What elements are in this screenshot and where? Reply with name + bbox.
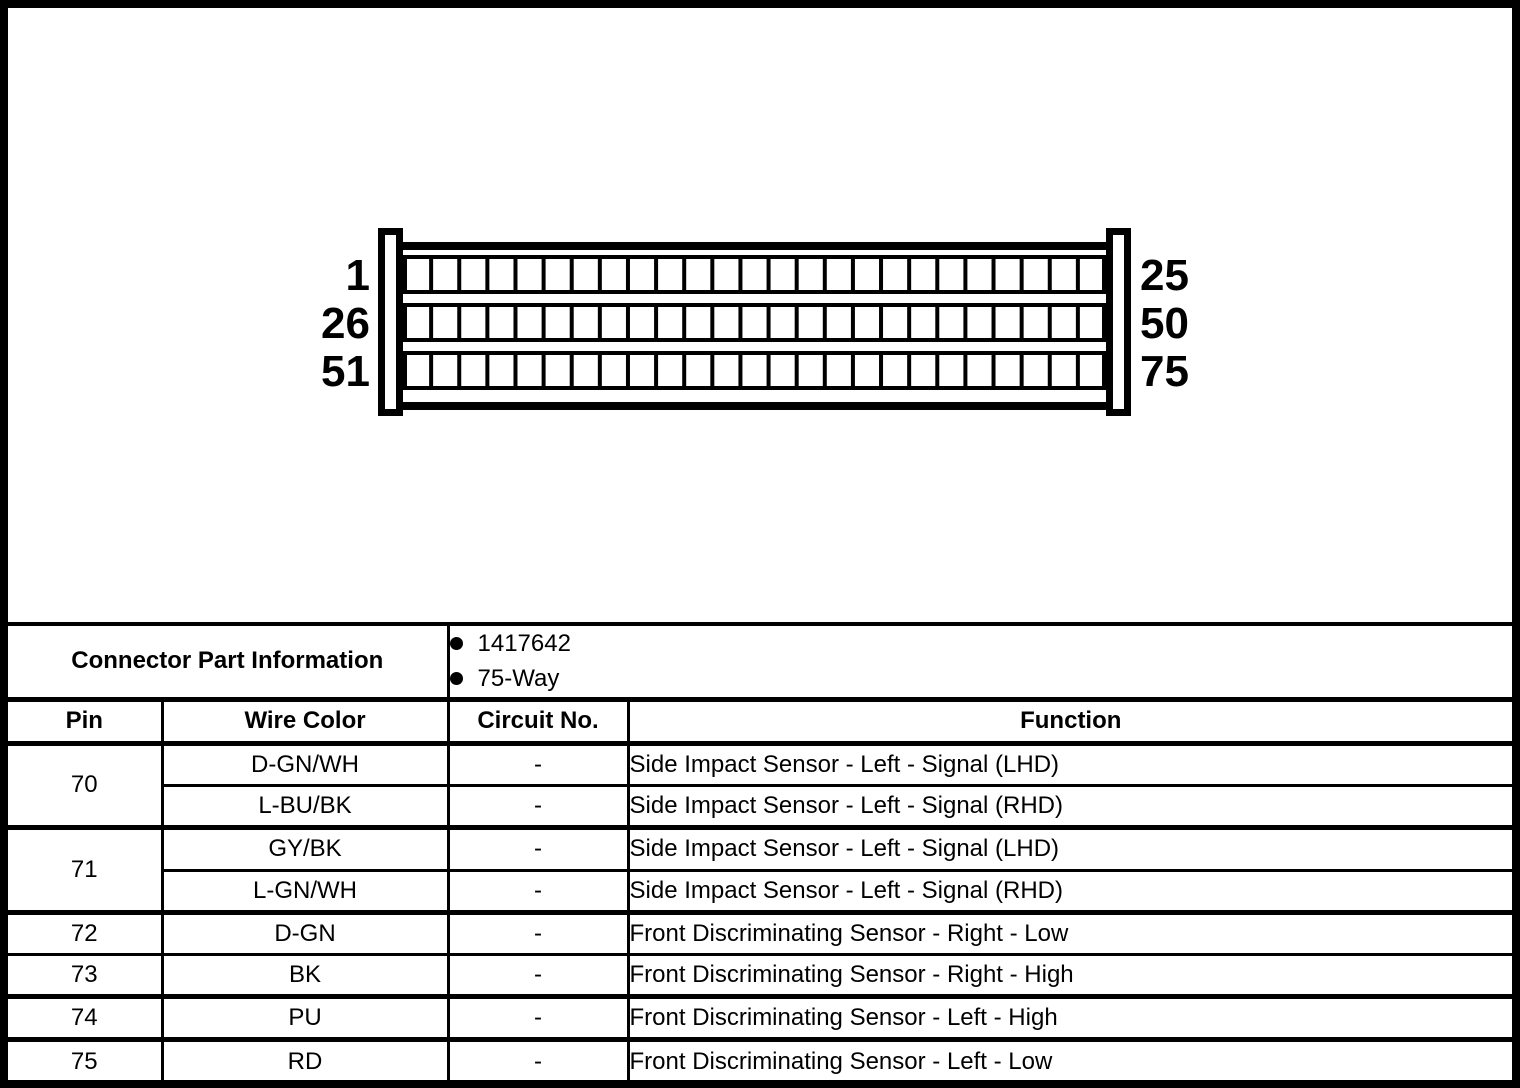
- connector-right-plate: [1106, 228, 1131, 416]
- pin-number-labels: 1 25 26 50 51 75: [321, 251, 1189, 396]
- wire-color-cell: D-GN: [162, 909, 450, 954]
- circuit-no-cell: -: [448, 1036, 630, 1080]
- function-cell: Front Discriminating Sensor - Right - Lo…: [628, 909, 1512, 954]
- bullet-icon: [449, 672, 463, 686]
- pin-label-row1-right: 25: [1140, 251, 1189, 300]
- wire-color-cell: D-GN/WH: [162, 740, 450, 785]
- wire-color-cell: BK: [162, 952, 450, 996]
- pin-label-row1-left: 1: [346, 251, 370, 300]
- table-row: 70 D-GN/WH - Side Impact Sensor - Left -…: [8, 740, 1512, 827]
- connector-left-plate: [378, 228, 403, 416]
- table-row: 71 GY/BK - Side Impact Sensor - Left - S…: [8, 824, 1512, 912]
- table-row: 75 RD - Front Discriminating Sensor - Le…: [8, 1036, 1512, 1080]
- pin-label-row2-right: 50: [1140, 299, 1189, 348]
- function-cell: Side Impact Sensor - Left - Signal (LHD): [628, 824, 1512, 870]
- circuit-no-cell: -: [448, 993, 630, 1039]
- function-cell: Front Discriminating Sensor - Right - Hi…: [628, 952, 1512, 996]
- wire-color-cell: L-GN/WH: [162, 868, 450, 912]
- wire-color-cell: GY/BK: [162, 824, 450, 870]
- way-count-value: 75-Way: [477, 664, 560, 692]
- connector-part-info-row: Connector Part Information 1417642 75-Wa…: [8, 622, 1512, 699]
- pin-cell: 71: [8, 824, 164, 912]
- connector-part-info-label: Connector Part Information: [8, 622, 450, 699]
- circuit-no-cell: -: [448, 824, 630, 870]
- circuit-no-cell: -: [448, 783, 630, 827]
- pin-label-row2-left: 26: [321, 299, 370, 348]
- table-row: 74 PU - Front Discriminating Sensor - Le…: [8, 993, 1512, 1039]
- header-pin: Pin: [8, 696, 164, 743]
- way-count-line: 75-Way: [449, 661, 1512, 696]
- table-header-row: Pin Wire Color Circuit No. Function: [8, 696, 1512, 743]
- pin-label-row3-right: 75: [1140, 347, 1189, 396]
- pin-label-row3-left: 51: [321, 347, 370, 396]
- pin-cell: 70: [8, 740, 164, 827]
- circuit-no-cell: -: [448, 868, 630, 912]
- part-number-line: 1417642: [449, 628, 1512, 661]
- pin-grid: [403, 255, 1106, 390]
- header-circuit-no: Circuit No.: [448, 696, 630, 743]
- table-row: 73 BK - Front Discriminating Sensor - Ri…: [8, 952, 1512, 996]
- header-wire-color: Wire Color: [162, 696, 450, 743]
- connector-diagram: 1 25 26 50 51 75: [300, 215, 1220, 435]
- table-row: L-GN/WH - Side Impact Sensor - Left - Si…: [8, 868, 1512, 912]
- function-cell: Front Discriminating Sensor - Left - Low: [628, 1036, 1512, 1080]
- connector-body: [396, 242, 1112, 410]
- function-cell: Front Discriminating Sensor - Left - Hig…: [628, 993, 1512, 1039]
- function-cell: Side Impact Sensor - Left - Signal (LHD): [628, 740, 1512, 785]
- wire-color-cell: PU: [162, 993, 450, 1039]
- connector-diagram-svg: 1 25 26 50 51 75: [321, 228, 1189, 416]
- table-row: L-BU/BK - Side Impact Sensor - Left - Si…: [8, 783, 1512, 827]
- bullet-icon: [449, 637, 463, 651]
- connector-pinout-table: Connector Part Information 1417642 75-Wa…: [8, 622, 1512, 1080]
- wire-color-cell: RD: [162, 1036, 450, 1080]
- circuit-no-cell: -: [448, 952, 630, 996]
- pin-cell: 73: [8, 952, 164, 996]
- pin-cell: 74: [8, 993, 164, 1039]
- part-number-value: 1417642: [477, 629, 571, 657]
- header-function: Function: [628, 696, 1512, 743]
- function-cell: Side Impact Sensor - Left - Signal (RHD): [628, 783, 1512, 827]
- circuit-no-cell: -: [448, 740, 630, 785]
- function-cell: Side Impact Sensor - Left - Signal (RHD): [628, 868, 1512, 912]
- pin-cell: 75: [8, 1036, 164, 1080]
- table-row: 72 D-GN - Front Discriminating Sensor - …: [8, 909, 1512, 954]
- wire-color-cell: L-BU/BK: [162, 783, 450, 827]
- connector-part-info-values: 1417642 75-Way: [448, 622, 1512, 699]
- pin-cell: 72: [8, 909, 164, 954]
- circuit-no-cell: -: [448, 909, 630, 954]
